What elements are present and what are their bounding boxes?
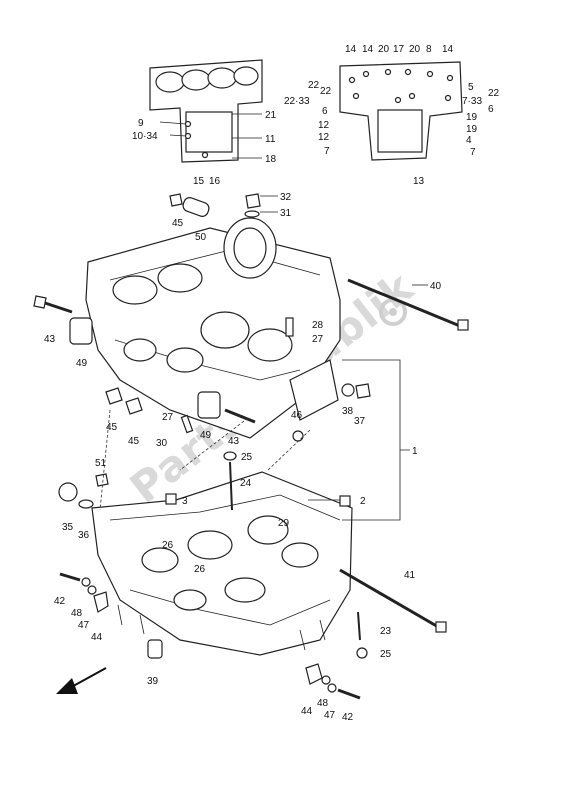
callout-label: 29 bbox=[278, 518, 290, 529]
callout-label: 42 bbox=[342, 712, 354, 723]
callout-label: 20 bbox=[378, 44, 390, 55]
callout-label: 48 bbox=[71, 608, 83, 619]
callout-label: 37 bbox=[354, 416, 366, 427]
callout-label: 47 bbox=[324, 710, 336, 721]
callout-label: 25 bbox=[380, 649, 392, 660]
callout-label: 6 bbox=[322, 106, 328, 117]
callout-label: 38 bbox=[342, 406, 354, 417]
callout-label: 18 bbox=[265, 154, 277, 165]
callout-label: 30 bbox=[156, 438, 168, 449]
callout-label: 44 bbox=[301, 706, 313, 717]
callout-label: 49 bbox=[76, 358, 88, 369]
callout-label: 7 bbox=[324, 146, 330, 157]
callout-label: 22 bbox=[320, 86, 332, 97]
lower-crankcase bbox=[91, 471, 353, 656]
inset-upper-case-left bbox=[149, 59, 263, 163]
callout-label: 19 bbox=[466, 112, 478, 123]
callout-label: 14 bbox=[362, 44, 374, 55]
callout-label: 45 bbox=[106, 422, 118, 433]
callout-label: 42 bbox=[54, 596, 66, 607]
callout-label: 14 bbox=[442, 44, 454, 55]
callout-label: 13 bbox=[413, 176, 425, 187]
callout-label: 1 bbox=[412, 446, 418, 457]
callout-label: 43 bbox=[44, 334, 56, 345]
callout-label: 12 bbox=[318, 132, 330, 143]
callout-label: 36 bbox=[78, 530, 90, 541]
small-parts bbox=[33, 193, 469, 700]
callout-label: 31 bbox=[280, 208, 292, 219]
callout-label: 25 bbox=[241, 452, 253, 463]
callout-label: 40 bbox=[430, 281, 442, 292]
callout-label: 49 bbox=[200, 430, 212, 441]
callout-label: 7·33 bbox=[462, 96, 482, 107]
callout-label: 41 bbox=[404, 570, 416, 581]
callout-label: 16 bbox=[209, 176, 221, 187]
callout-label: 5 bbox=[468, 82, 474, 93]
callout-label: 24 bbox=[240, 478, 252, 489]
callout-label: 50 bbox=[195, 232, 207, 243]
callout-label: 35 bbox=[62, 522, 74, 533]
callout-label: 22·33 bbox=[284, 96, 310, 107]
callout-label: 6 bbox=[488, 104, 494, 115]
leader-lines bbox=[99, 113, 428, 521]
callout-label: 43 bbox=[228, 436, 240, 447]
callout-label: 7 bbox=[470, 147, 476, 158]
upper-crankcase bbox=[85, 217, 341, 439]
callout-label: 20 bbox=[409, 44, 421, 55]
callout-label: 23 bbox=[380, 626, 392, 637]
front-direction-arrow-icon bbox=[56, 667, 107, 694]
callout-label: 21 bbox=[265, 110, 277, 121]
callout-label: 17 bbox=[393, 44, 405, 55]
callout-label: 14 bbox=[345, 44, 357, 55]
callout-label: 45 bbox=[172, 218, 184, 229]
callout-label: 3 bbox=[182, 496, 188, 507]
callout-label: 2 bbox=[360, 496, 366, 507]
callout-label: 47 bbox=[78, 620, 90, 631]
callout-label: 51 bbox=[95, 458, 107, 469]
callout-label: 27 bbox=[312, 334, 324, 345]
callout-label: 12 bbox=[318, 120, 330, 131]
callout-label: 11 bbox=[265, 134, 276, 145]
inset-lower-case-right bbox=[339, 61, 463, 161]
callout-label: 45 bbox=[128, 436, 140, 447]
callout-label: 10·34 bbox=[132, 131, 158, 142]
callout-label: 22 bbox=[308, 80, 320, 91]
callout-label: 27 bbox=[162, 412, 174, 423]
callout-label: 22 bbox=[488, 88, 500, 99]
callout-label: 8 bbox=[426, 44, 432, 55]
callout-label: 28 bbox=[312, 320, 324, 331]
callout-label: 4 bbox=[466, 135, 472, 146]
callout-label: 26 bbox=[194, 564, 206, 575]
callout-label: 39 bbox=[147, 676, 159, 687]
callout-label: 9 bbox=[138, 118, 144, 129]
callout-label: 46 bbox=[291, 410, 303, 421]
callout-label: 48 bbox=[317, 698, 329, 709]
callout-label: 19 bbox=[466, 124, 478, 135]
callout-label: 44 bbox=[91, 632, 103, 643]
callout-label: 26 bbox=[162, 540, 174, 551]
callout-labels: 21 9 10·34 11 18 15 16 14 14 17 20 20 8 … bbox=[44, 44, 500, 723]
callout-label: 32 bbox=[280, 192, 292, 203]
callout-label: 15 bbox=[193, 176, 205, 187]
